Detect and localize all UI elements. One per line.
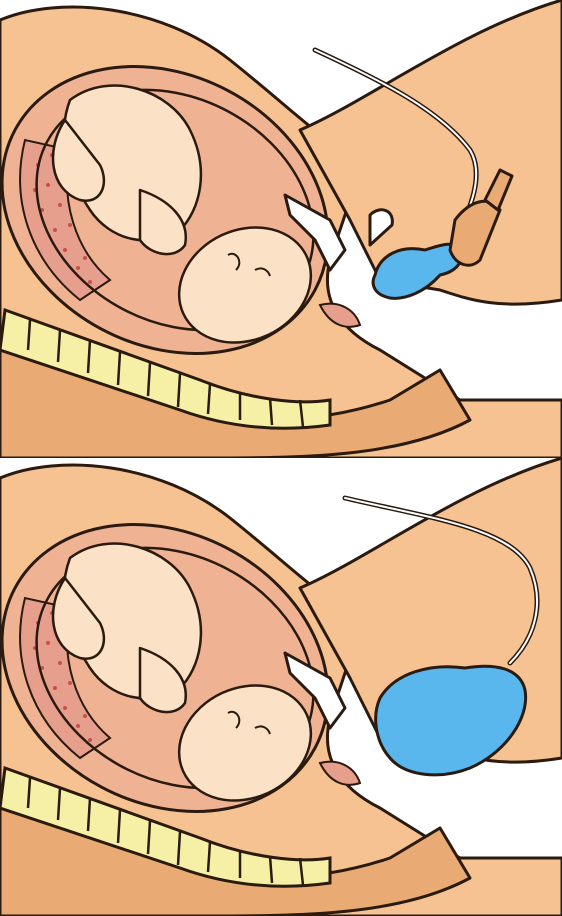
panel-before-inflation [0,0,562,458]
panel-after-svg [0,458,562,916]
panel-before-svg [0,0,562,458]
panel-after-inflation [0,458,562,916]
